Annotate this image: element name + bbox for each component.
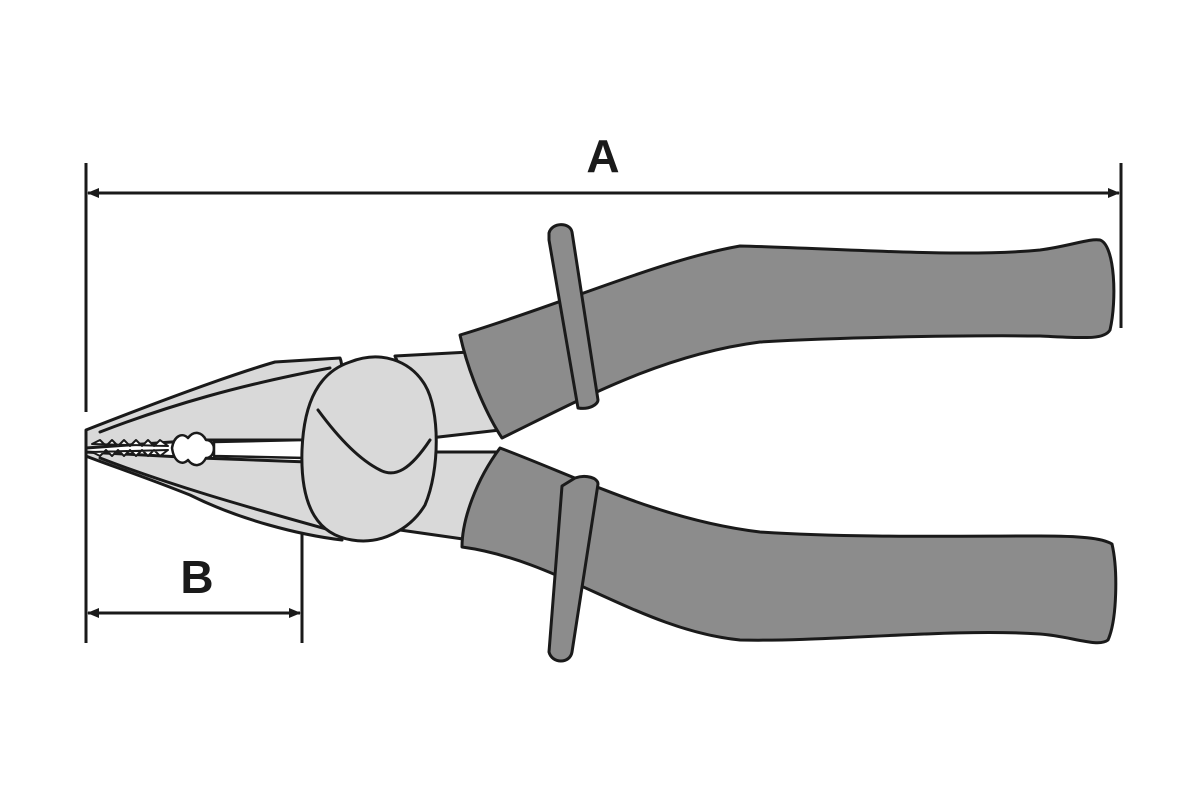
dimension-b: B <box>84 448 304 643</box>
lower-jaw-teeth <box>91 449 169 457</box>
dimension-a: A <box>84 130 1123 412</box>
dimension-b-label: B <box>180 551 213 603</box>
pivot-hub <box>300 355 438 543</box>
upper-grip <box>458 238 1116 440</box>
upper-finger-guard <box>547 223 600 410</box>
pivot-joint-line <box>316 408 432 475</box>
lower-finger-guard <box>547 474 600 663</box>
cutter-gap <box>212 438 308 460</box>
upper-jaw-facet <box>98 366 332 434</box>
upper-jaw-teeth <box>91 439 169 447</box>
lower-jaw-facet <box>98 456 332 532</box>
dimension-a-label: A <box>586 130 619 182</box>
pliers <box>84 223 1118 663</box>
